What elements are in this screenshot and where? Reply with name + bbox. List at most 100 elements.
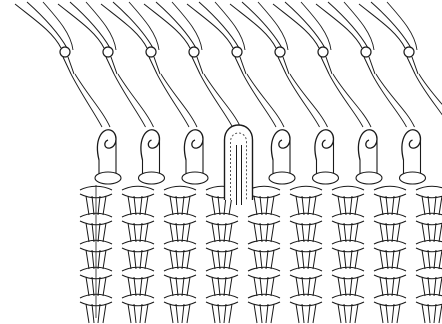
stitch-bottom — [332, 194, 364, 198]
knit-stitch-icon — [206, 213, 238, 242]
stitch-legs — [296, 223, 316, 242]
stitch-bottom — [374, 248, 406, 252]
needle-stem — [243, 74, 276, 127]
needle-stem — [157, 74, 189, 127]
needle-stem — [329, 74, 363, 127]
latch-needle-icon — [273, 2, 371, 127]
knit-stitch-icon — [332, 267, 364, 296]
stitch-legs — [170, 277, 190, 296]
stitch-bottom — [164, 275, 196, 279]
stitch-legs — [170, 304, 190, 323]
stitch-legs — [338, 196, 358, 215]
knit-stitch-icon — [122, 213, 154, 242]
stitch-top — [290, 240, 322, 244]
stitch-top — [248, 267, 280, 271]
stitch-top — [332, 267, 364, 271]
knit-stitch-icon — [290, 294, 322, 323]
needle-shaft — [101, 4, 147, 48]
stitch-legs — [380, 277, 400, 296]
needle-latch — [364, 57, 375, 74]
needle-shaft — [187, 4, 233, 48]
knit-stitch-icon — [290, 240, 322, 269]
needle-hook — [60, 47, 70, 57]
stitch-top — [248, 213, 280, 217]
knit-stitch-icon — [416, 267, 442, 296]
needle-loop-row — [95, 130, 442, 184]
needle-hook — [275, 47, 285, 57]
needle-stem — [75, 74, 110, 127]
needle-latch — [278, 57, 289, 74]
stitch-legs — [338, 223, 358, 242]
knit-stitch-icon — [290, 213, 322, 242]
stitch-bottom — [206, 248, 238, 252]
knit-stitch-icon — [248, 213, 280, 242]
stitch-bottom — [290, 275, 322, 279]
stitch-bottom — [332, 302, 364, 306]
needle-stem — [118, 74, 154, 127]
stitch-top — [290, 294, 322, 298]
stitch-bottom — [416, 221, 442, 225]
hook-curl — [358, 130, 377, 160]
stitch-bottom — [290, 302, 322, 306]
knit-stitch-icon — [122, 267, 154, 296]
stitch-top — [374, 213, 406, 217]
stitch-legs — [254, 304, 274, 323]
knit-stitch-icon — [374, 186, 406, 215]
yarn-loop-icon — [400, 130, 426, 184]
yarn-loop-icon — [139, 130, 165, 184]
stitch-top — [290, 267, 322, 271]
stitch-bottom — [206, 221, 238, 225]
stitch-bottom — [206, 275, 238, 279]
stitch-top — [206, 267, 238, 271]
stitch-top — [290, 186, 322, 190]
stitch-bottom — [122, 275, 154, 279]
needle-latch — [407, 57, 418, 74]
hook-curl — [402, 130, 421, 160]
needle-hook — [404, 47, 414, 57]
needle-hook — [146, 47, 156, 57]
knit-stitch-icon — [164, 294, 196, 323]
stitch-bottom — [290, 221, 322, 225]
needle-shaft — [199, 2, 239, 48]
needle-hook — [232, 47, 242, 57]
stitch-top — [164, 213, 196, 217]
needle-shaft — [316, 4, 362, 48]
needle-shaft — [285, 2, 325, 48]
stitch-top — [206, 213, 238, 217]
stitch-legs — [212, 223, 232, 242]
stitch-legs — [128, 277, 148, 296]
stitch-bottom — [248, 221, 280, 225]
loop — [95, 172, 121, 184]
needle-stem — [247, 74, 284, 127]
stitch-bottom — [248, 275, 280, 279]
yarn-loop-icon — [182, 130, 208, 184]
stitch-legs — [128, 223, 148, 242]
stitch-bottom — [332, 221, 364, 225]
stitch-top — [248, 240, 280, 244]
stitch-legs — [212, 304, 232, 323]
stitch-top — [374, 294, 406, 298]
yarn-loop-icon — [269, 130, 295, 184]
stitch-legs — [296, 277, 316, 296]
knit-stitch-icon — [290, 186, 322, 215]
hook-curl — [315, 130, 334, 160]
needle-shaft — [70, 2, 110, 48]
knit-stitch-icon — [374, 213, 406, 242]
highlighted-loop — [225, 125, 253, 205]
stitch-legs — [338, 250, 358, 269]
knit-stitch-icon — [122, 294, 154, 323]
stitch-top — [416, 186, 442, 190]
latch-needle-icon — [230, 2, 328, 127]
knit-stitch-icon — [164, 240, 196, 269]
stitch-legs — [254, 250, 274, 269]
stitch-bottom — [416, 275, 442, 279]
stitch-top — [206, 240, 238, 244]
needle-shaft — [273, 4, 319, 48]
stitch-bottom — [374, 302, 406, 306]
stitch-legs — [380, 304, 400, 323]
knit-stitch-icon — [374, 240, 406, 269]
knit-stitch-icon — [164, 213, 196, 242]
knit-stitch-icon — [332, 213, 364, 242]
stitch-legs — [380, 223, 400, 242]
knit-stitch-icon — [416, 240, 442, 269]
